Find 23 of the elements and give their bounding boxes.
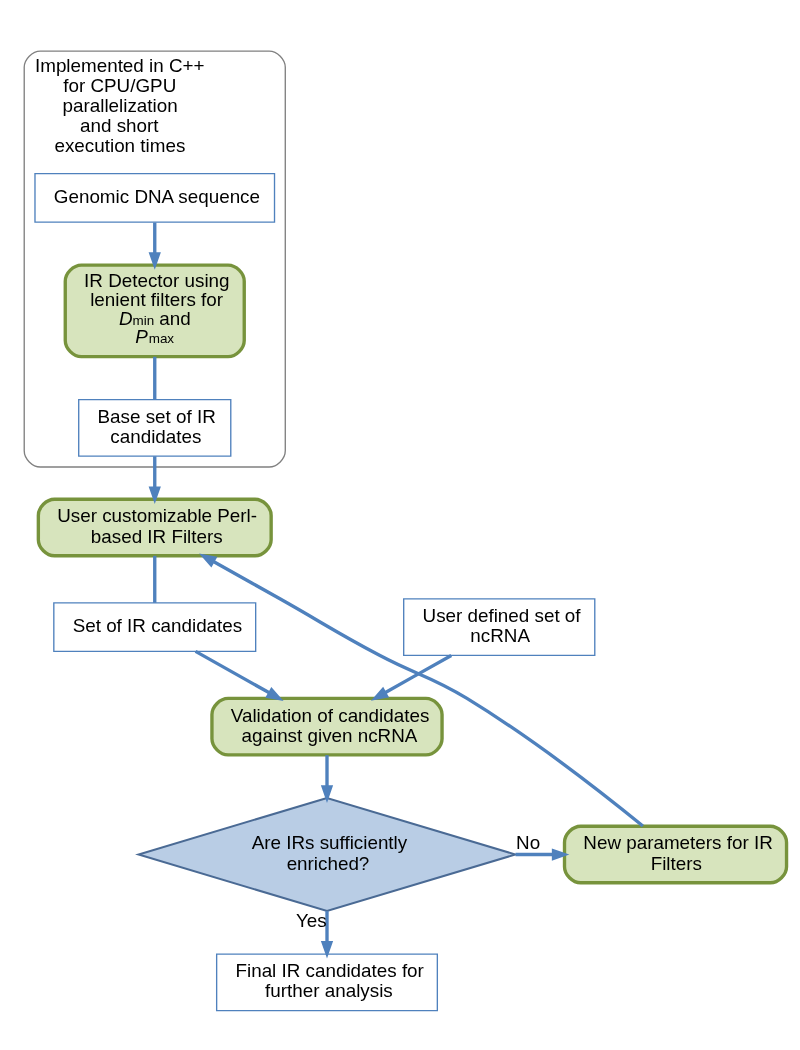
node-label: Implemented in C++ for CPU/GPU parallelization and short execution times (34, 54, 205, 156)
edge-label: No (516, 831, 541, 853)
node-box: IR Detector using lenient filters for Dmin and Pmax (63, 262, 246, 358)
node-box: Set of IR candidates (53, 601, 257, 652)
arrow (194, 649, 284, 701)
node-box: Validation of candidates against given ncRNA (210, 696, 444, 757)
arrow (148, 455, 161, 504)
arrow (515, 847, 570, 861)
node-box: Genomic DNA sequence (34, 172, 276, 223)
connector (153, 356, 157, 399)
arrow (370, 653, 453, 701)
arrow (320, 910, 334, 959)
cluster (23, 49, 286, 468)
node-box: Final IR candidates for further analysis (215, 952, 438, 1011)
node-box: User defined set of ncRNA (403, 597, 596, 656)
node-box: New parameters for IR Filters (562, 824, 789, 884)
node-box: Base set of IR candidates (78, 398, 232, 457)
arrow (199, 553, 644, 827)
edge-label: Yes (296, 909, 327, 931)
arrow (320, 754, 334, 803)
arrow (148, 222, 161, 270)
node-box: User customizable Perl-based IR Filters (36, 497, 273, 557)
connector (153, 555, 157, 603)
